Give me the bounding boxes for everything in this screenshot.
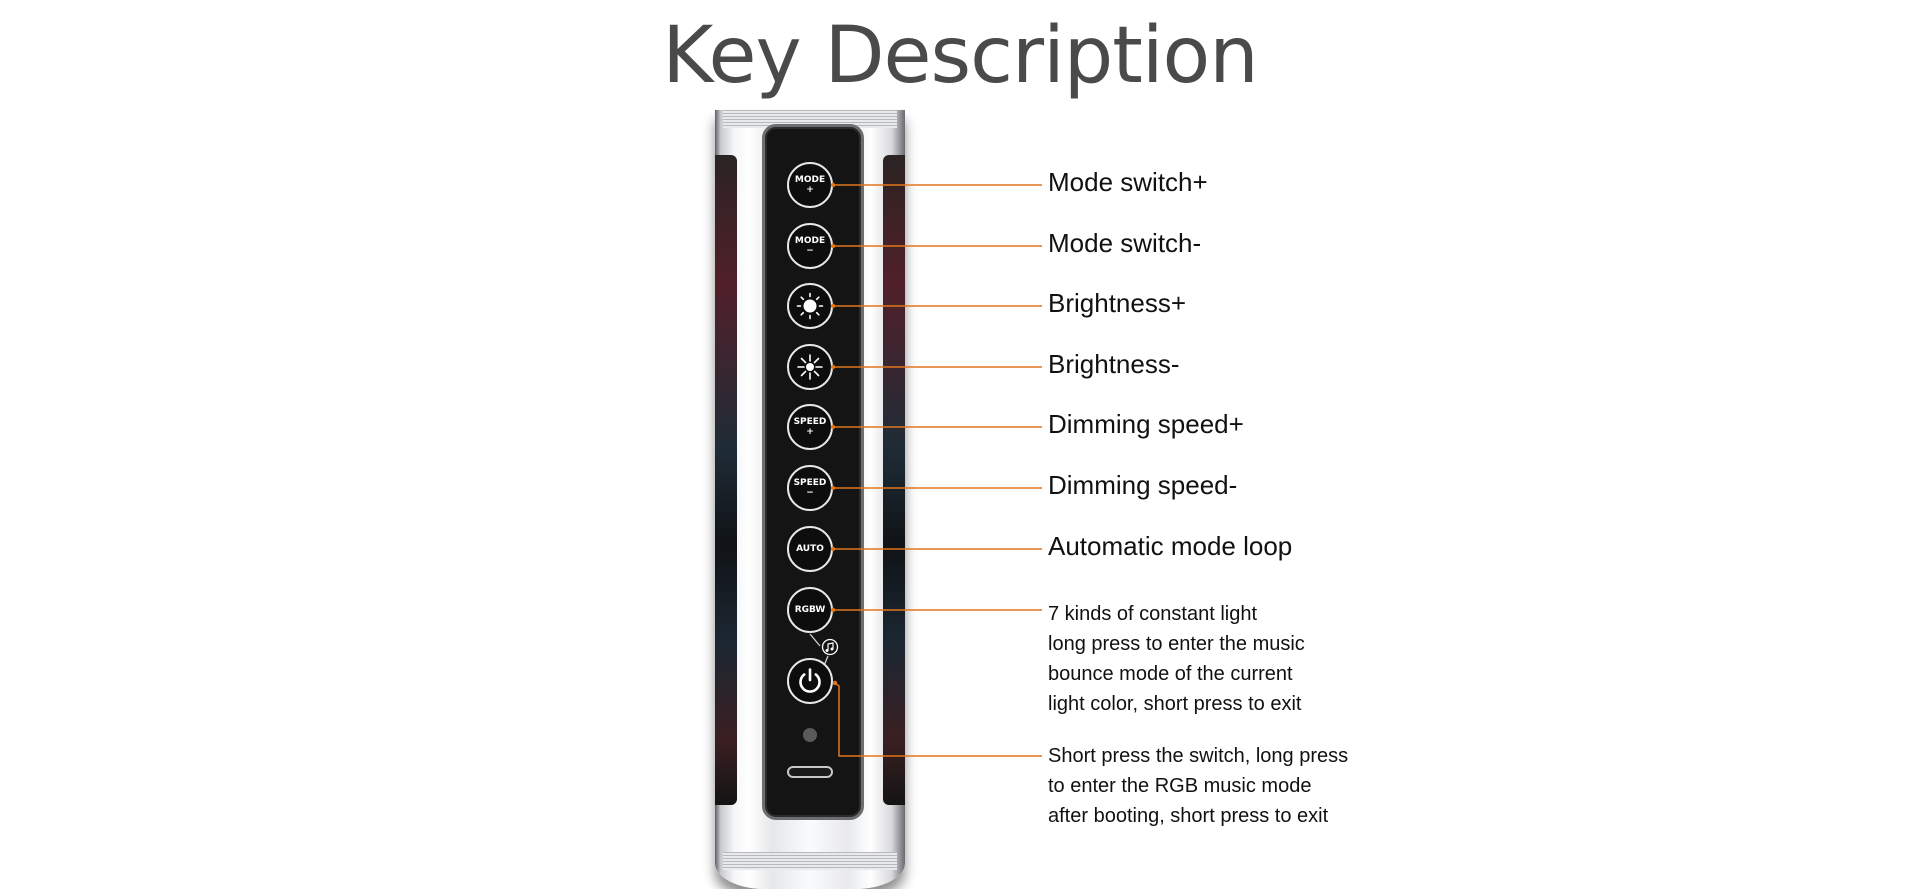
brightness-plus-icon [796,292,824,320]
speed-minus-label: SPEED [793,477,827,488]
rgbw-label: RGBW [794,604,826,615]
desc-brightness-minus: Brightness- [1048,349,1180,379]
leader-anchor-dot [830,243,836,249]
leader-anchor-dot [830,546,836,552]
desc-mode-plus: Mode switch+ [1048,167,1208,197]
left-light-window [715,155,737,805]
speed-plus-sign: + [806,426,814,437]
speed-plus-button[interactable]: SPEED + [787,404,833,450]
top-ridges [723,110,897,128]
speed-minus-button[interactable]: SPEED − [787,465,833,511]
leader-line-power [834,682,1042,757]
leader-anchor-dot [830,485,836,491]
page-title: Key Description [662,11,1258,101]
leader-anchor-dot [830,182,836,188]
desc-auto: Automatic mode loop [1048,531,1293,561]
desc-speed-plus: Dimming speed+ [1048,409,1244,439]
mode-minus-button[interactable]: MODE − [787,223,833,269]
mode-minus-label: MODE [794,235,826,246]
power-button[interactable] [787,658,833,704]
leader-anchor-dot [830,364,836,370]
bottom-ridges [723,852,897,870]
desc-brightness-plus: Brightness+ [1048,288,1187,318]
leader-anchor-dot [830,607,836,613]
mode-plus-button[interactable]: MODE + [787,162,833,208]
usb-c-port [787,766,833,778]
led-light-stick: MODE + MODE − SPEED + [715,110,905,889]
right-light-window [883,155,905,805]
mode-plus-sign: + [806,184,814,195]
brightness-minus-button[interactable] [787,344,833,390]
mode-minus-sign: − [806,245,814,256]
desc-speed-minus: Dimming speed- [1048,470,1238,500]
desc-mode-minus: Mode switch- [1048,228,1202,258]
power-icon [799,668,821,693]
indicator-led [803,728,817,742]
music-note-icon [821,638,839,656]
leader-anchor-dot [830,303,836,309]
leader-anchor-dot [830,424,836,430]
leader-anchor-dot [832,680,838,686]
brightness-minus-icon [797,354,823,380]
desc-rgbw: 7 kinds of constant light long press to … [1048,603,1305,715]
speed-plus-label: SPEED [793,416,827,427]
desc-power: Short press the switch, long press to en… [1048,745,1349,827]
auto-label: AUTO [796,543,824,554]
auto-button[interactable]: AUTO [787,526,833,572]
mode-plus-label: MODE [794,174,826,185]
speed-minus-sign: − [806,487,814,498]
